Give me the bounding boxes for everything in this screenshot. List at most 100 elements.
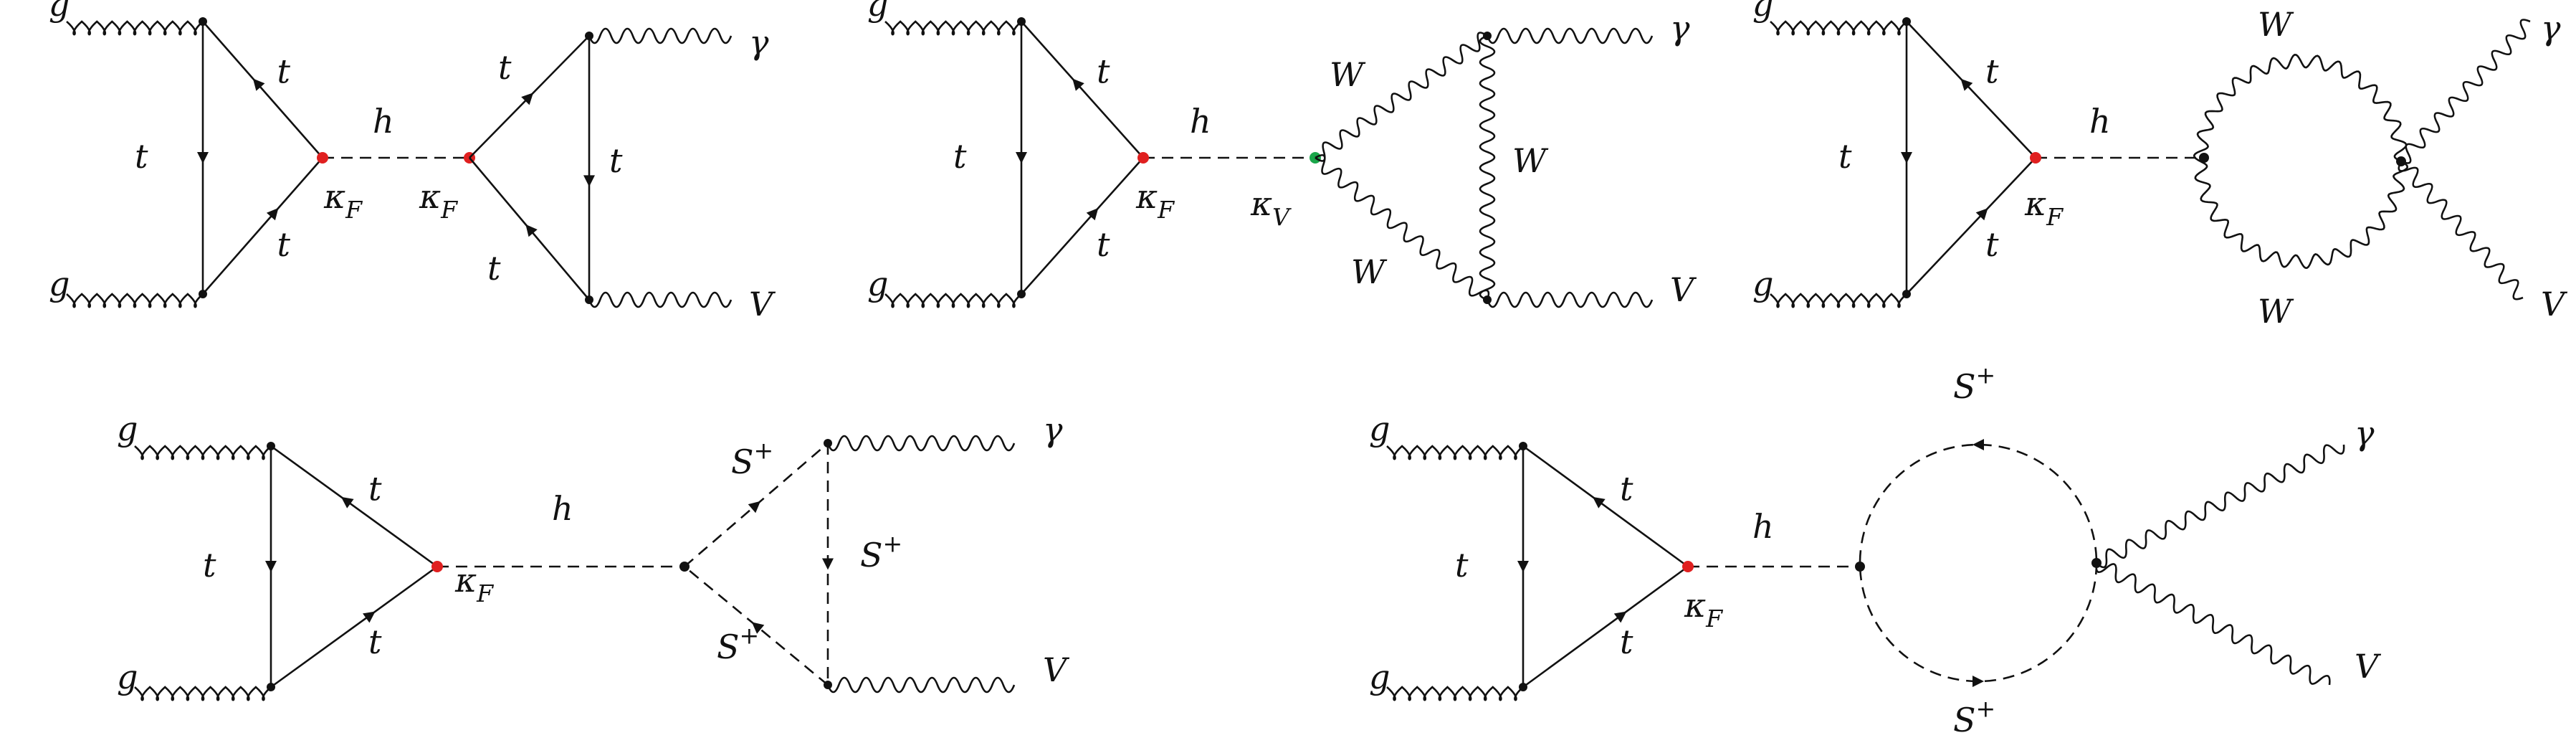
top-right-lower-propagator-arrow (525, 224, 538, 237)
label-t-right-lower: t (487, 249, 501, 288)
label-h: h (2089, 102, 2111, 141)
label-t-left: t (953, 137, 967, 176)
vector-boson-line (826, 676, 1016, 694)
label-g-bottom: g (1752, 265, 1773, 303)
gluon-bottom (1770, 293, 1907, 308)
top-upper-propagator-arrow (1593, 496, 1606, 508)
top-lower-propagator (202, 157, 323, 295)
label-kappa-F-sub: F (1157, 196, 1175, 224)
label-S-bottom-text: S (1953, 701, 1976, 739)
label-S-lower-sup: + (740, 621, 760, 649)
gluon-bottom (66, 293, 204, 308)
label-kappa-F-text: κ (1135, 177, 1158, 216)
label-t-right-vert: t (609, 141, 623, 180)
vertex-gluon-top (267, 442, 275, 450)
gluon-top (66, 20, 204, 36)
label-g-top-text: g (1752, 0, 1773, 24)
top-left-propagator-arrow (1517, 561, 1529, 572)
vertex-hSS (1855, 562, 1865, 572)
label-kappa-left-text: κ (323, 177, 345, 216)
photon-line (2400, 19, 2531, 164)
kappa-F-vertex (1682, 561, 1694, 572)
label-t-left-text: t (1455, 546, 1469, 585)
label-h-text: h (1752, 507, 1774, 546)
label-S-upper-sup: + (754, 436, 774, 464)
W-lower-line (1315, 154, 1490, 300)
gluon-top (1386, 445, 1524, 460)
vertex-gluon-top (1519, 442, 1527, 450)
label-S-right-text: S (860, 536, 883, 574)
label-gamma-text: γ (1670, 9, 1690, 47)
label-t-upper: t (368, 470, 382, 508)
vertex-gluon-top (1902, 17, 1911, 26)
vertex-gluon-bottom (199, 290, 207, 298)
label-kappa-F: κF (2024, 184, 2064, 231)
kappa-F-vertex (1137, 152, 1149, 164)
label-kappa-V-sub: V (1272, 203, 1292, 231)
label-t-lower: t (1985, 225, 1999, 264)
top-lower-propagator (1021, 157, 1144, 295)
label-t-right-upper: t (498, 48, 512, 87)
label-g-bottom-text: g (49, 265, 70, 303)
label-kappa-F: κF (1135, 177, 1175, 224)
label-h: h (1190, 102, 1211, 141)
label-t-lower-text: t (277, 225, 291, 264)
photon-line (1486, 27, 1654, 44)
label-t-upper: t (1097, 52, 1110, 91)
label-t-left-text: t (1838, 137, 1852, 176)
top-lower-propagator-arrow (1975, 208, 1988, 221)
label-S-top-sup: + (1976, 361, 1996, 389)
label-t-lower: t (277, 225, 291, 264)
label-t-left: t (135, 137, 148, 176)
top-upper-propagator (1522, 445, 1689, 568)
label-h: h (373, 102, 394, 141)
label-W-bottom-text: W (2258, 292, 2294, 331)
vertex-gluon-top (199, 17, 207, 26)
label-V: V (2355, 647, 2382, 686)
kappa-F-vertex-left (317, 152, 328, 164)
label-gamma-text: γ (749, 23, 769, 62)
label-h: h (1752, 507, 1774, 546)
label-S-upper: S+ (731, 436, 773, 481)
label-V: V (1670, 270, 1697, 309)
gluon-top (884, 20, 1022, 36)
vertex-gluon-top (1017, 17, 1026, 26)
top-lower-propagator (1522, 565, 1689, 688)
label-g-top-text: g (867, 0, 888, 24)
label-gamma: γ (2355, 414, 2375, 453)
label-t-upper-text: t (368, 470, 382, 508)
label-g-top-text: g (49, 0, 70, 24)
label-gamma: γ (1043, 410, 1063, 449)
label-V-text: V (749, 285, 776, 323)
label-kappa-left: κF (323, 177, 363, 224)
label-W-right: W (1512, 141, 1549, 180)
label-V-text: V (2541, 285, 2568, 323)
label-t-right-upper-text: t (498, 48, 512, 87)
label-g-top: g (49, 0, 70, 24)
scalar-upper-arrow (748, 501, 761, 514)
vector-boson-line (2398, 161, 2524, 300)
top-lower-propagator-arrow (363, 611, 376, 623)
scalar-lower-line (684, 565, 829, 686)
label-g-bottom: g (117, 658, 138, 696)
label-t-lower-text: t (1620, 623, 1633, 661)
label-t-lower-text: t (1097, 225, 1110, 264)
top-upper-propagator-arrow (252, 78, 265, 91)
label-g-bottom: g (1369, 658, 1390, 696)
label-g-top-text: g (1369, 410, 1390, 448)
kappa-F-vertex (2030, 152, 2041, 164)
vertex-gluon-bottom (267, 683, 275, 691)
label-S-upper-text: S (731, 443, 754, 481)
top-right-vertical-propagator-arrow (583, 175, 595, 187)
photon-line (588, 27, 733, 44)
top-lower-propagator-arrow (1086, 208, 1099, 221)
W-upper-line (1315, 32, 1488, 162)
scalar-loop-top-arrow (1972, 439, 1984, 450)
vertex-gluon-bottom (1017, 290, 1026, 298)
gluon-bottom (1386, 686, 1524, 701)
label-t-upper-text: t (277, 52, 291, 91)
